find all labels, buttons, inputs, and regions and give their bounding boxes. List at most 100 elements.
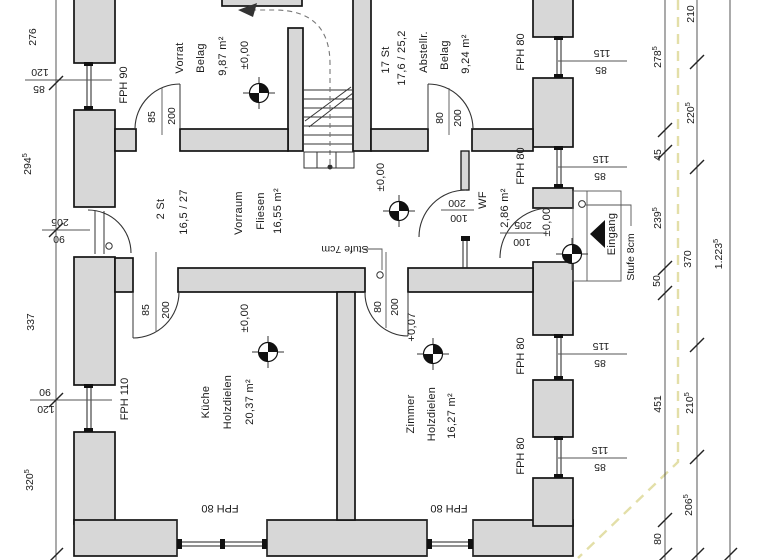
- svg-text:Fliesen: Fliesen: [255, 192, 267, 230]
- svg-text:45: 45: [652, 149, 664, 161]
- window-right2: [554, 146, 563, 188]
- svg-text:Belag: Belag: [195, 43, 207, 73]
- door-dim-abstellraum: 80 200: [434, 88, 464, 135]
- wall-bottom-3: [472, 519, 574, 557]
- window-right3: [554, 334, 563, 380]
- svg-text:Küche: Küche: [200, 386, 212, 419]
- svg-text:17,6 / 25,2: 17,6 / 25,2: [396, 30, 408, 85]
- svg-text:FPH 90: FPH 90: [118, 66, 130, 103]
- wall-left-4: [73, 431, 116, 525]
- svg-text:1.2235: 1.2235: [711, 239, 726, 269]
- wall-band-top-2: [179, 128, 289, 152]
- window-dim-right2: 115 85 FPH 80: [515, 147, 627, 185]
- level-marker-zimmer: [417, 338, 449, 370]
- window-left2: [84, 384, 93, 432]
- wall-bottom-1: [73, 519, 178, 557]
- svg-text:Stufe 7cm: Stufe 7cm: [321, 243, 369, 255]
- svg-text:16,27 m²: 16,27 m²: [446, 393, 458, 439]
- wall-band-top-4: [471, 128, 534, 152]
- wall-band-top-1: [114, 128, 137, 152]
- svg-text:2105: 2105: [682, 392, 697, 414]
- svg-text:85: 85: [146, 111, 158, 123]
- wall-wf-partition: [460, 150, 470, 191]
- staircase: [238, 3, 355, 170]
- svg-text:115: 115: [591, 444, 608, 456]
- svg-text:100: 100: [513, 236, 531, 248]
- wall-pier-kueche: [114, 257, 134, 293]
- window-dim-right3: 115 85 FPH 80: [515, 337, 627, 375]
- svg-text:210: 210: [685, 5, 697, 23]
- svg-text:200: 200: [452, 109, 464, 127]
- eingang-label: Eingang ±0,00: [541, 208, 618, 256]
- svg-text:100: 100: [450, 212, 468, 224]
- dim-chain-right-outer: 210 2205 370 2105 2065: [681, 0, 705, 560]
- svg-text:FPH 80: FPH 80: [515, 337, 527, 374]
- svg-text:200: 200: [389, 298, 401, 316]
- wall-band-mid-1: [177, 267, 366, 293]
- svg-text:85: 85: [594, 170, 606, 182]
- door-zimmer: [364, 292, 409, 337]
- svg-text:200: 200: [160, 301, 172, 319]
- doors: [87, 83, 551, 339]
- svg-text:3205: 3205: [22, 469, 37, 491]
- window-dimension-labels: 120 85 FPH 90 90 120 FPH 110 115 85 FPH …: [25, 33, 627, 514]
- door-vorrat: [134, 83, 181, 130]
- svg-text:FPH 80: FPH 80: [515, 33, 527, 70]
- wall-stair-left: [287, 27, 304, 152]
- svg-text:451: 451: [652, 395, 664, 413]
- door-abstellraum: [427, 83, 474, 130]
- svg-text:16,55 m²: 16,55 m²: [272, 188, 284, 234]
- window-right4: [554, 436, 563, 478]
- svg-text:17 St: 17 St: [380, 46, 392, 73]
- svg-text:200: 200: [166, 107, 178, 125]
- door-windfang: [418, 189, 467, 238]
- svg-text:2,86 m²: 2,86 m²: [499, 188, 511, 227]
- svg-text:115: 115: [593, 47, 610, 59]
- svg-text:50: 50: [651, 275, 663, 287]
- dim-chain-right-inner: 2785 45 2395 50 451 80: [650, 0, 673, 560]
- svg-text:80: 80: [372, 301, 384, 313]
- property-boundary-line: [577, 0, 680, 559]
- svg-text:2 St: 2 St: [155, 199, 167, 220]
- svg-text:9,87 m²: 9,87 m²: [217, 36, 229, 75]
- door-dim-zimmer: 80 200: [372, 252, 401, 328]
- wall-right-5: [532, 379, 574, 438]
- step-annotations: Stufe 7cm Stufe 8cm: [321, 204, 637, 281]
- window-right1: [554, 36, 563, 78]
- windows: [84, 36, 563, 556]
- svg-text:±0,00: ±0,00: [541, 208, 553, 237]
- door-seiteneingang: [87, 209, 132, 254]
- svg-text:±0,00: ±0,00: [375, 163, 387, 192]
- wall-band-top-3: [370, 128, 429, 152]
- window-dim-right1: 115 85 FPH 80: [515, 33, 627, 76]
- svg-text:90: 90: [39, 386, 51, 398]
- room-label-vorrat: Vorrat Belag 9,87 m² ±0,00: [174, 36, 251, 75]
- dim-chain-total: 1.2235: [711, 0, 738, 560]
- svg-text:205: 205: [51, 216, 69, 228]
- stair-start-dot: [327, 164, 333, 170]
- svg-text:85: 85: [594, 357, 606, 369]
- wall-right-1: [532, 0, 574, 38]
- svg-text:85: 85: [140, 304, 152, 316]
- window-left1: [84, 62, 93, 110]
- room-label-kueche: Küche Holzdielen 20,37 m² ±0,00: [200, 304, 256, 430]
- door-dim-kueche: 85 200: [140, 252, 172, 332]
- wall-stair-right: [352, 0, 372, 152]
- door-kueche: [132, 291, 180, 339]
- svg-text:Vorraum: Vorraum: [233, 191, 245, 235]
- svg-text:276: 276: [27, 28, 39, 46]
- svg-text:FPH 80: FPH 80: [515, 147, 527, 184]
- wall-right-6: [532, 477, 574, 527]
- window-sill-bottom2: FPH 80: [430, 502, 467, 514]
- wall-left-3: [73, 256, 116, 386]
- door-dim-eingang: 205 100: [500, 219, 546, 248]
- door-eingang: [499, 207, 551, 259]
- entry-steps-label: 2 St 16,5 / 27: [155, 189, 190, 235]
- room-label-wf: WF 2,86 m²: [477, 188, 511, 227]
- door-dim-vorrat: 85 200: [146, 88, 178, 135]
- svg-text:Abstellr.: Abstellr.: [418, 31, 430, 73]
- understair-niche: [303, 151, 355, 169]
- level-markers: [243, 77, 588, 370]
- svg-text:85: 85: [594, 461, 606, 473]
